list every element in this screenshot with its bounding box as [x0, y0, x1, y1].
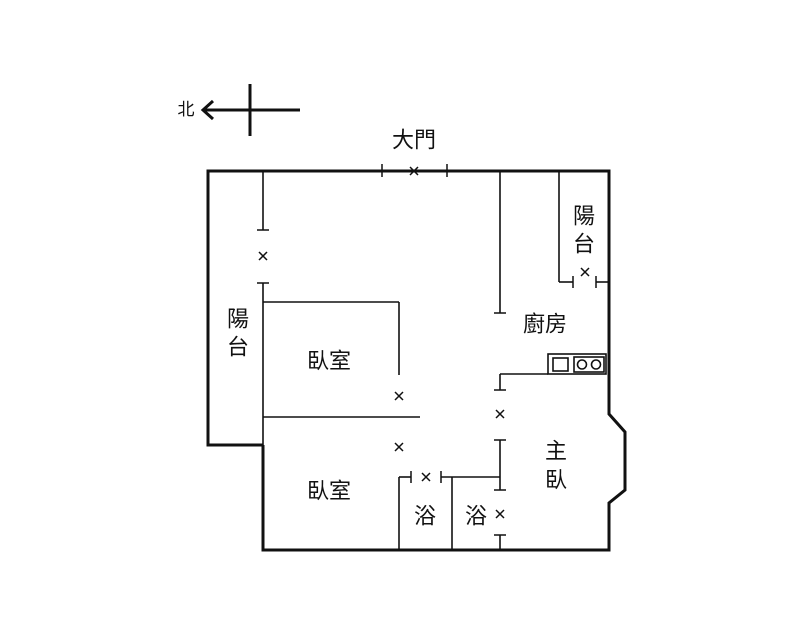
bath-2-label: 浴: [465, 505, 487, 530]
stove-icon: [547, 353, 607, 375]
bedroom-1-label: 臥室: [307, 350, 351, 375]
balcony-left-label-1: 陽: [227, 308, 249, 333]
master-bedroom-label-2: 臥: [545, 469, 567, 494]
interior-walls: [262, 171, 609, 550]
bath-1-label: 浴: [414, 505, 436, 530]
balcony-right-label-1: 陽: [573, 205, 595, 230]
main-door-label: 大門: [392, 129, 436, 154]
bedroom-2-label: 臥室: [307, 480, 351, 505]
compass: 北: [178, 84, 300, 136]
master-bedroom-label-1: 主: [545, 440, 567, 465]
door-marks: [257, 164, 597, 536]
north-arrow-icon: [200, 84, 300, 136]
outer-walls: [206, 169, 627, 552]
compass-north-label: 北: [178, 100, 195, 120]
kitchen-label: 廚房: [523, 313, 567, 338]
balcony-right-label-2: 台: [573, 233, 595, 258]
balcony-left-label-2: 台: [227, 336, 249, 361]
